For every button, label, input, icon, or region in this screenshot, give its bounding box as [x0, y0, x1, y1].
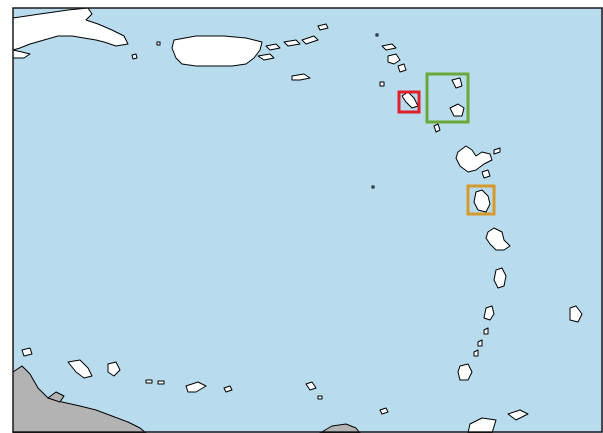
marie-galante-island — [481, 169, 491, 179]
venezuela-islet-4 — [223, 385, 233, 393]
virgin-island-1 — [265, 43, 281, 51]
venezuela-islet-1 — [145, 379, 153, 384]
dominica-island — [473, 189, 491, 213]
st-lucia-island — [493, 267, 507, 289]
highlight-boxes — [397, 72, 496, 216]
hispaniola-island — [12, 7, 129, 51]
land-layer — [12, 7, 583, 433]
martinique-island — [485, 227, 511, 251]
orange-highlight-box — [466, 184, 496, 216]
margarita-island — [305, 381, 317, 391]
bonaire-island — [107, 361, 121, 377]
aruba-island — [21, 347, 33, 357]
st-vincent-island — [483, 305, 495, 321]
green-highlight-box — [425, 72, 470, 124]
st-croix-island — [291, 73, 311, 81]
antigua-island — [449, 103, 465, 117]
montserrat-island — [433, 123, 441, 133]
small-islet-a — [379, 81, 385, 87]
grenadine-islet-3 — [473, 349, 479, 357]
venezuela-islet-3 — [185, 381, 207, 393]
desirade-island — [493, 147, 501, 155]
virgin-island-3 — [301, 35, 319, 45]
anguilla-island — [381, 43, 397, 51]
venezuela-islet-6 — [379, 407, 389, 415]
small-rock-2 — [156, 41, 161, 46]
st-martin-island — [387, 53, 401, 65]
grenadine-islet-1 — [483, 327, 489, 335]
virgin-island-4 — [317, 23, 329, 31]
st-barthelemy-island — [397, 63, 407, 73]
vieques-island — [257, 53, 275, 61]
sea-background — [13, 8, 603, 433]
map-border — [12, 7, 603, 433]
aves-rock — [371, 185, 375, 189]
venezuela-coast-east — [319, 423, 361, 433]
curacao-island — [67, 359, 93, 379]
red-highlight-box — [397, 90, 421, 114]
grenada-island — [457, 363, 473, 381]
paraguana-peninsula — [47, 391, 65, 403]
tobago-island — [507, 409, 529, 421]
puerto-rico-island — [171, 35, 263, 67]
barbuda-island — [451, 77, 463, 89]
mona-island — [131, 53, 138, 60]
grenadine-islet-2 — [477, 339, 483, 347]
virgin-island-2 — [283, 39, 301, 47]
sombrero-rock — [375, 33, 379, 37]
guadeloupe-island — [455, 145, 493, 173]
barbados-island — [569, 305, 583, 323]
venezuela-islet-5 — [317, 395, 323, 400]
venezuela-islet-2 — [157, 380, 165, 385]
